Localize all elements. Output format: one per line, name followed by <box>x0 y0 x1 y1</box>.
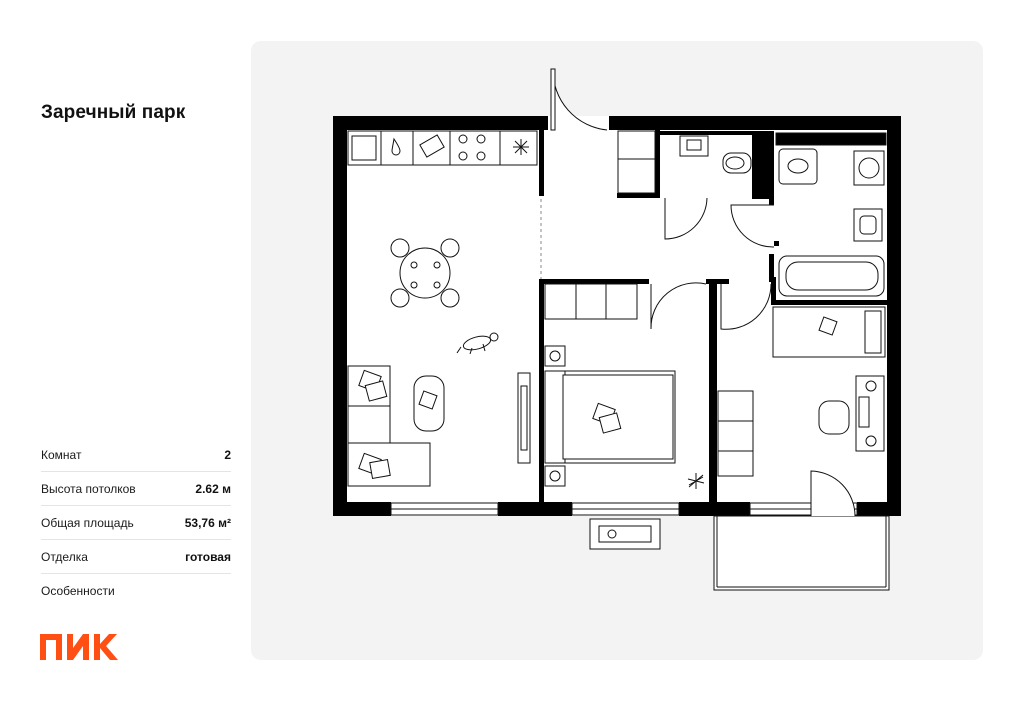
spec-label: Особенности <box>41 583 115 598</box>
second-room-wardrobe <box>717 390 754 477</box>
sofa <box>347 365 431 487</box>
windows <box>390 502 858 516</box>
balcony <box>713 515 890 591</box>
spec-label: Высота потолков <box>41 481 136 496</box>
spec-label: Комнат <box>41 447 82 462</box>
ac-unit <box>589 518 661 550</box>
interior-walls <box>539 116 889 502</box>
spec-label: Общая площадь <box>41 515 134 530</box>
hall-wardrobe <box>617 130 656 194</box>
project-title: Заречный парк <box>41 102 186 123</box>
bathroom <box>775 132 887 297</box>
spec-row-features: Особенности <box>41 574 231 607</box>
dining-table <box>390 238 460 308</box>
pik-logo <box>40 634 118 660</box>
doors <box>550 68 856 517</box>
spec-value: 2.62 м <box>195 481 231 496</box>
kitchen-counter <box>347 130 538 166</box>
spec-row-finish: Отделка готовая <box>41 540 231 574</box>
spec-value: 53,76 м² <box>184 515 231 530</box>
spec-value: 2 <box>224 447 231 462</box>
bedroom-wardrobe <box>544 283 638 320</box>
floor-plan <box>333 68 901 591</box>
dog-icon <box>456 332 499 355</box>
spec-label: Отделка <box>41 549 88 564</box>
bed <box>544 345 676 487</box>
spec-row-rooms: Комнат 2 <box>41 438 231 472</box>
coffee-table <box>413 375 445 432</box>
desk <box>818 375 885 452</box>
specs-list: Комнат 2 Высота потолков 2.62 м Общая пл… <box>41 438 231 607</box>
second-bed <box>772 306 886 358</box>
plant-icon <box>687 473 705 489</box>
spec-value: готовая <box>185 549 231 564</box>
exterior-walls <box>333 116 901 516</box>
spec-row-ceiling-height: Высота потолков 2.62 м <box>41 472 231 506</box>
tv <box>517 372 531 464</box>
spec-row-total-area: Общая площадь 53,76 м² <box>41 506 231 540</box>
toilet-room <box>679 135 752 174</box>
